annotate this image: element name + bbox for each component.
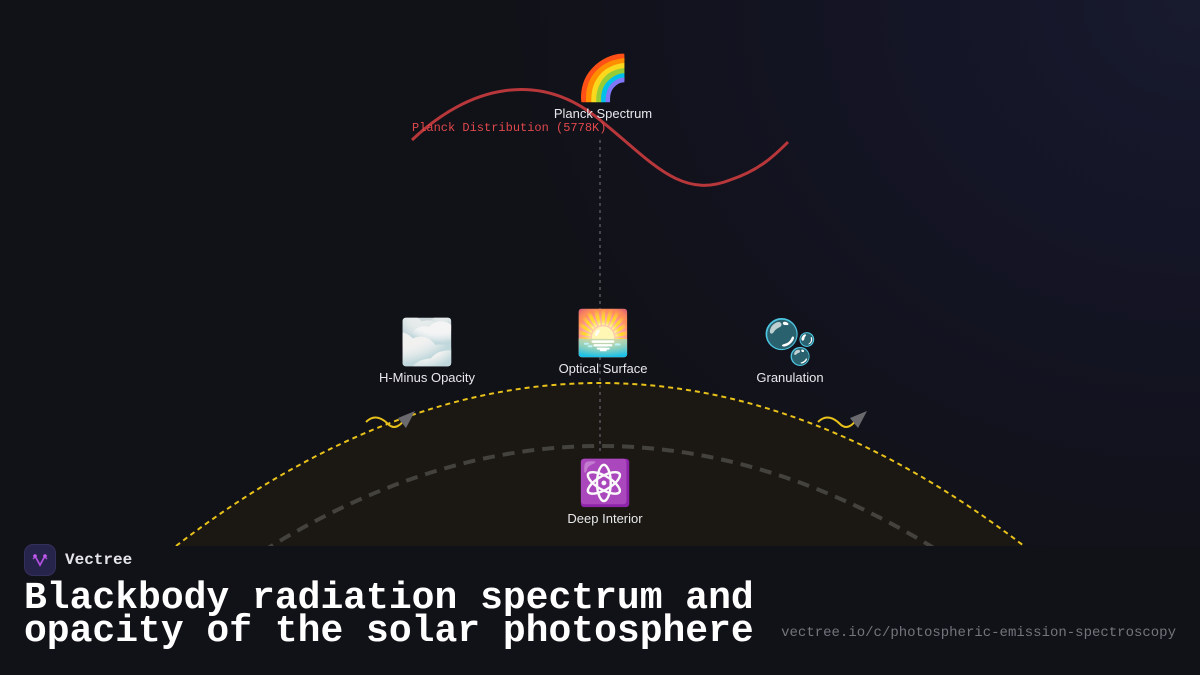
node-deep-interior[interactable]: ⚛️ Deep Interior xyxy=(567,459,642,526)
brand[interactable]: Vectree xyxy=(24,544,132,576)
brand-name: Vectree xyxy=(65,551,133,569)
bubbles-icon: 🫧 xyxy=(762,318,818,367)
interior-arc xyxy=(244,444,958,564)
planck-curve xyxy=(410,88,790,187)
node-label: Optical Surface xyxy=(558,361,648,376)
node-label: Granulation xyxy=(756,370,824,385)
node-optical-surface[interactable]: 🌅 Optical Surface xyxy=(559,309,648,376)
node-h-minus-opacity[interactable]: 🌫️ H-Minus Opacity xyxy=(379,318,475,385)
node-label: Deep Interior xyxy=(567,511,643,526)
page-title: Blackbody radiation spectrum and opacity… xyxy=(24,577,754,653)
node-planck-spectrum[interactable]: 🌈 Planck Spectrum xyxy=(554,54,652,121)
photon-emission-right xyxy=(817,411,867,428)
fog-cloud-icon: 🌫️ xyxy=(399,318,455,367)
photon-emission-left xyxy=(365,411,415,428)
node-granulation[interactable]: 🫧 Granulation xyxy=(756,318,823,385)
rainbow-icon: 🌈 xyxy=(575,54,631,103)
node-label: H-Minus Opacity xyxy=(378,370,476,385)
source-url[interactable]: vectree.io/c/photospheric-emission-spect… xyxy=(781,625,1176,641)
atom-icon: ⚛️ xyxy=(577,459,633,508)
vectree-logo-icon xyxy=(24,544,56,576)
footer-band xyxy=(0,546,1200,675)
node-label: Planck Spectrum xyxy=(553,106,653,121)
planck-distribution-label: Planck Distribution (5778K) xyxy=(412,121,607,135)
sunrise-icon: 🌅 xyxy=(575,309,631,358)
surface-arc xyxy=(175,382,1025,547)
